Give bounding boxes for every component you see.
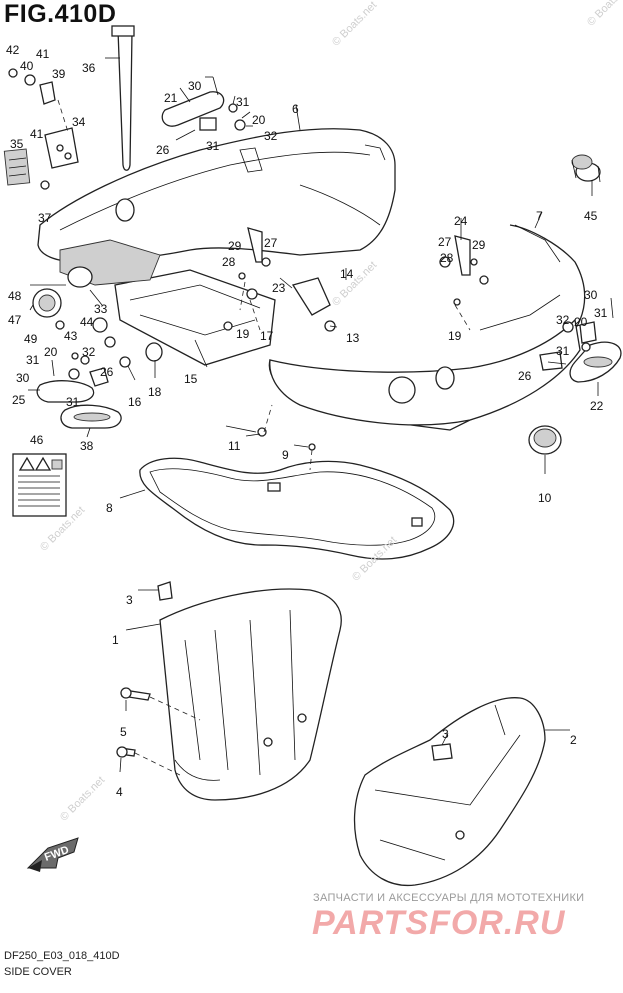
small-hardware: [8, 68, 614, 761]
handle-part-38: [60, 404, 122, 429]
callout-number: 20: [574, 315, 588, 329]
callout-number: 31: [556, 344, 570, 358]
callout-number: 26: [156, 143, 170, 157]
callout-number: 13: [346, 331, 360, 345]
plug-part-10: [528, 425, 562, 455]
callout-number: 37: [38, 211, 52, 225]
callout-number: 31: [26, 353, 40, 367]
lower-cover-left-part: [159, 588, 342, 801]
advert-logo: PARTSFOR.RU: [312, 904, 566, 942]
caution-label-part-46: [12, 453, 67, 517]
callout-number: 26: [100, 365, 114, 379]
callout-number: 5: [120, 725, 127, 739]
figure-title: FIG.410D: [4, 0, 117, 28]
callout-number: 42: [6, 43, 20, 57]
callout-number: 30: [584, 288, 598, 302]
callout-number: 29: [472, 238, 486, 252]
callout-number: 8: [106, 501, 113, 515]
figure-caption: SIDE COVER: [4, 966, 72, 978]
callout-number: 3: [126, 593, 133, 607]
fwd-arrow-icon: FWD: [26, 837, 79, 872]
callout-number: 20: [44, 345, 58, 359]
assembly-lines: [57, 99, 471, 776]
callout-number: 46: [30, 433, 44, 447]
callout-number: 3: [442, 727, 449, 741]
callout-number: 32: [264, 129, 278, 143]
model-code: DF250_E03_018_410D: [4, 950, 120, 962]
callout-number: 30: [16, 371, 30, 385]
callout-number: 19: [448, 329, 462, 343]
callout-number: 14: [340, 267, 354, 281]
callout-number: 20: [252, 113, 266, 127]
callout-number: 44: [80, 315, 94, 329]
callout-number: 22: [590, 399, 604, 413]
callout-number: 27: [264, 236, 278, 250]
bracket-part-34: [44, 127, 79, 169]
callout-number: 36: [82, 61, 96, 75]
callout-number: 34: [72, 115, 86, 129]
callout-number: 47: [8, 313, 22, 327]
callout-number: 33: [94, 302, 108, 316]
callout-number: 4: [116, 785, 123, 799]
handle-part-22: [569, 341, 622, 383]
grommet-part-45: [571, 154, 601, 183]
upper-cover-right-part: [268, 224, 586, 431]
callout-number: 15: [184, 372, 198, 386]
callout-number: 24: [454, 214, 468, 228]
leader-lines: [28, 57, 599, 773]
callout-number: 11: [228, 439, 241, 453]
callout-number: 21: [164, 91, 178, 105]
callout-number: 16: [128, 395, 142, 409]
callout-number: 43: [64, 329, 78, 343]
callout-number: 30: [188, 79, 202, 93]
callout-number: 45: [584, 209, 598, 223]
callout-number: 41: [36, 47, 50, 61]
callout-number: 18: [148, 385, 162, 399]
callout-number: 48: [8, 289, 22, 303]
callout-number: 17: [260, 329, 274, 343]
callout-number: 27: [438, 235, 452, 249]
advert-tagline: ЗАПЧАСТИ И АКСЕССУАРЫ ДЛЯ МОТОТЕХНИКИ: [313, 892, 585, 904]
callout-number: 10: [538, 491, 552, 505]
callout-number: 23: [272, 281, 286, 295]
callout-number: 35: [10, 137, 24, 151]
callout-number: 41: [30, 127, 44, 141]
callout-number: 25: [12, 393, 26, 407]
callout-number: 9: [282, 448, 289, 462]
callout-number: 31: [206, 139, 220, 153]
callout-number: 26: [518, 369, 532, 383]
callout-number: 32: [556, 313, 570, 327]
handle-part-25: [36, 380, 95, 403]
callout-number: 28: [440, 251, 454, 265]
callout-number: 29: [228, 239, 242, 253]
callout-number: 40: [20, 59, 34, 73]
callout-number: 28: [222, 255, 236, 269]
callout-number: 31: [594, 306, 608, 320]
callout-number: 32: [82, 345, 96, 359]
callout-number: 6: [292, 102, 299, 116]
callout-number: 31: [66, 395, 80, 409]
callout-number: 7: [536, 209, 543, 223]
strap-part-36: [111, 25, 135, 171]
callout-number: 1: [112, 633, 119, 647]
callout-number: 39: [52, 67, 66, 81]
lower-cover-right-part: [353, 697, 546, 887]
pad-part-35: [3, 148, 31, 186]
callout-number: 49: [24, 332, 38, 346]
callout-number: 19: [236, 327, 250, 341]
callout-number: 2: [570, 733, 577, 747]
callout-number: 38: [80, 439, 94, 453]
callout-number: 31: [236, 95, 250, 109]
seal-part-8: [139, 457, 455, 560]
